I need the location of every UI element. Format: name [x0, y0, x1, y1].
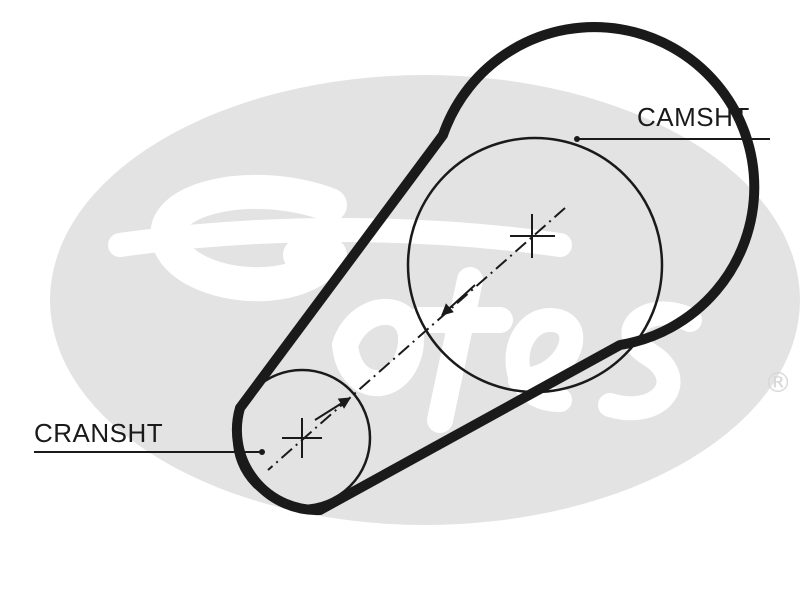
- watermark-stroke-t: [407, 267, 513, 433]
- watermark-stroke-s: [598, 301, 702, 421]
- watermark-stroke-e: [505, 308, 584, 412]
- crankshaft-label: CRANSHT: [34, 418, 164, 448]
- timing-belt: [231, 22, 760, 516]
- crankshaft-center-cross: [282, 418, 322, 458]
- watermark-stroke-swoosh: [108, 218, 572, 257]
- watermark-stroke-a: [332, 298, 425, 397]
- arrow-toward-camshaft: [314, 397, 352, 421]
- crankshaft-leader-dot: [259, 449, 265, 455]
- registered-mark: ®: [764, 366, 792, 399]
- camshaft-label: CAMSHT: [637, 102, 750, 132]
- arrow-toward-crankshaft: [441, 284, 476, 316]
- camshaft-center-cross: [510, 214, 555, 258]
- camshaft-leader-dot: [574, 136, 580, 142]
